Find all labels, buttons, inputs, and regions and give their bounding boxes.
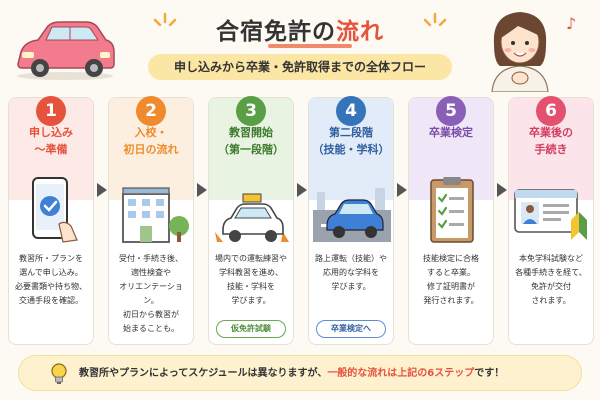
license-card-icon bbox=[514, 189, 587, 240]
school-building-icon bbox=[122, 187, 189, 243]
title-highlight: 流れ bbox=[336, 19, 384, 45]
step-badge: 卒業検定へ bbox=[316, 320, 386, 338]
music-note-icon: ♪ bbox=[566, 14, 577, 33]
arrow-right-icon bbox=[197, 183, 207, 197]
title-main: 合宿免許の bbox=[216, 19, 336, 45]
step-card-2: 入校・ 初日の流れ 受付・手続き後、 適性検査や オリエンテーション。 初日から… bbox=[108, 97, 194, 345]
step-number: 3 bbox=[236, 96, 266, 126]
lightbulb-icon bbox=[51, 363, 67, 384]
footer-text: 教習所やプランによってスケジュールは異なりますが、一般的な流れは上記の6ステップ… bbox=[79, 356, 504, 392]
page-title: 合宿免許の流れ bbox=[0, 12, 600, 46]
step-title: 入校・ 初日の流れ bbox=[123, 126, 179, 156]
step-title: 第二段階 （技能・学科） bbox=[312, 126, 390, 156]
header: 合宿免許の流れ 申し込みから卒業・免許取得までの全体フロー ♪ bbox=[0, 0, 600, 92]
arrow-right-icon bbox=[397, 183, 407, 197]
step-number: 6 bbox=[536, 96, 566, 126]
step-title: 教習開始 （第一段階） bbox=[218, 126, 284, 156]
sparkle-icon bbox=[153, 12, 177, 27]
step-description: 場内での運転練習や 学科教習を進め、 技能・学科を 学びます。 bbox=[215, 254, 287, 305]
arrow-right-icon bbox=[497, 183, 507, 197]
step-card-6: 卒業後の 手続き 本免学科試験など 各種手続きを経て、 免許が交付 されます。 bbox=[508, 97, 594, 345]
step-title: 申し込み 〜準備 bbox=[29, 126, 73, 156]
step-card-4: 第二段階 （技能・学科） 路上運転（技能）や 応用的な学科を 学びます。 卒業検… bbox=[308, 97, 394, 345]
footer-note: 教習所やプランによってスケジュールは異なりますが、一般的な流れは上記の6ステップ… bbox=[18, 355, 582, 391]
subtitle-banner: 申し込みから卒業・免許取得までの全体フロー bbox=[148, 54, 452, 80]
sparkle-icon bbox=[423, 12, 447, 27]
clipboard-checklist-icon bbox=[430, 177, 474, 243]
step-number: 5 bbox=[436, 96, 466, 126]
arrow-right-icon bbox=[297, 183, 307, 197]
step-number: 4 bbox=[336, 96, 366, 126]
step-description: 教習所・プランを 選んで申し込み。 必要書類や持ち物、 交通手段を確認。 bbox=[15, 254, 87, 305]
footer-text-end: です！ bbox=[474, 368, 505, 379]
step-description: 本免学科試験など 各種手続きを経て、 免許が交付 されます。 bbox=[515, 254, 587, 305]
step-description: 受付・手続き後、 適性検査や オリエンテーション。 初日から教習が 始まることも… bbox=[119, 254, 183, 333]
arrow-right-icon bbox=[97, 183, 107, 197]
step-title: 卒業後の 手続き bbox=[529, 126, 573, 156]
title-underline bbox=[268, 44, 352, 48]
pink-car-icon bbox=[17, 21, 115, 80]
woman-illustration-icon bbox=[491, 12, 549, 92]
step-number: 2 bbox=[136, 96, 166, 126]
driving-school-car-icon bbox=[215, 193, 289, 242]
step-badge: 仮免許試験 bbox=[216, 320, 286, 338]
footer-text-highlight: 一般的な流れは上記の6ステップ bbox=[327, 368, 475, 379]
step-card-3: 教習開始 （第一段階） 場内での運転練習や 学科教習を進め、 技能・学科を 学び… bbox=[208, 97, 294, 345]
step-card-5: 卒業検定 技能検定に合格 すると卒業。 修了証明書が 発行されます。 bbox=[408, 97, 494, 345]
footer-text-main: 教習所やプランによってスケジュールは異なりますが、 bbox=[79, 368, 328, 379]
step-number: 1 bbox=[36, 96, 66, 126]
smartphone-check-icon bbox=[32, 177, 78, 243]
step-card-1: 申し込み 〜準備 教習所・プランを 選んで申し込み。 必要書類や持ち物、 交通手… bbox=[8, 97, 94, 345]
step-description: 路上運転（技能）や 応用的な学科を 学びます。 bbox=[315, 254, 387, 291]
step-title: 卒業検定 bbox=[429, 126, 473, 139]
car-on-road-icon bbox=[313, 188, 391, 242]
step-description: 技能検定に合格 すると卒業。 修了証明書が 発行されます。 bbox=[423, 254, 479, 305]
